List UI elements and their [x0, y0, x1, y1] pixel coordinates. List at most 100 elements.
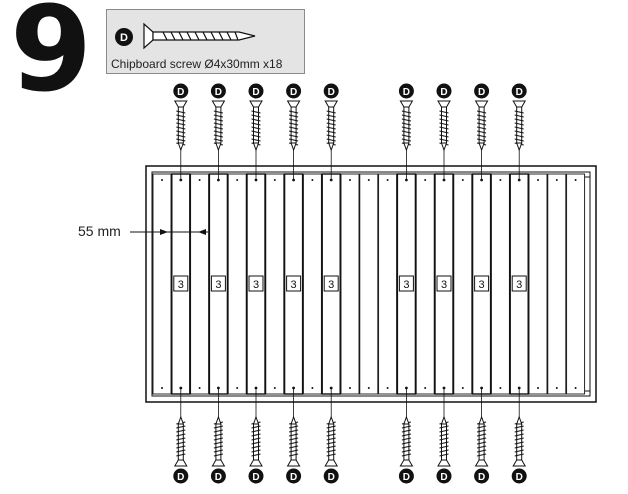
screw-hole [461, 179, 464, 181]
screw-hole [499, 387, 502, 389]
screw-badge-letter: D [478, 472, 485, 483]
dimension-callout: 55 mm [78, 223, 208, 239]
screw-icon [143, 22, 256, 50]
slat-label-box [173, 275, 189, 292]
slat-label-box [286, 275, 302, 292]
screw-badge [436, 468, 452, 484]
screw-badge [286, 468, 302, 484]
screw-badge [511, 83, 527, 99]
screw-hole [424, 179, 427, 181]
screw-badge [323, 468, 339, 484]
screw-badge-letter: D [252, 87, 259, 98]
part-caption: Chipboard screw Ø4x30mm x18 [111, 57, 283, 71]
screw-hole [499, 179, 502, 181]
slat-label-box [248, 275, 264, 292]
screw-icon: D [210, 83, 226, 180]
screw-hole [424, 387, 427, 389]
screw-icon: D [323, 388, 339, 484]
slat [152, 173, 172, 395]
screw-badge [398, 468, 414, 484]
dimension-label: 55 mm [78, 223, 121, 239]
screw-badge-letter: D [290, 87, 297, 98]
screw-badge [436, 83, 452, 99]
slat-label-box [210, 275, 226, 292]
screw-hole [311, 387, 314, 389]
screw-icon: D [323, 83, 339, 180]
slat-label: 3 [215, 279, 221, 291]
screw-badge-letter: D [440, 87, 447, 98]
screw-hole [574, 387, 577, 389]
screw-badge-letter: D [478, 87, 485, 98]
slat-label-box [474, 275, 490, 292]
slat [227, 173, 247, 395]
screw-hole [555, 387, 558, 389]
slat [415, 173, 435, 395]
screw-hole [349, 179, 351, 181]
screw-hole [386, 387, 389, 389]
screw-badge [210, 83, 226, 99]
screw-badge [210, 468, 226, 484]
slat-label: 3 [403, 279, 409, 291]
screw-hole [161, 387, 163, 389]
slat [190, 173, 210, 395]
screw-badge [511, 468, 527, 484]
screw-hole [367, 387, 370, 389]
screw-hole [311, 179, 314, 181]
slat [547, 173, 567, 395]
screw-icon: D [248, 388, 264, 484]
screw-hole [273, 179, 276, 181]
screw-icon: D [173, 388, 189, 484]
screw-badge-letter: D [403, 87, 410, 98]
slat-label-box [323, 275, 339, 292]
slat-label: 3 [441, 279, 447, 291]
screw-icon: D [173, 83, 189, 180]
screw-hole [161, 179, 163, 181]
screw-badge [248, 468, 264, 484]
screw-badge-letter: D [177, 87, 184, 98]
step-number: 9 [10, 0, 93, 118]
screw-badge-letter: D [440, 472, 447, 483]
screw-hole [555, 179, 558, 181]
screw-hole [198, 179, 201, 181]
screw-badge [398, 83, 414, 99]
screw-badge-letter: D [290, 472, 297, 483]
slat [302, 173, 322, 395]
screw-icon: D [436, 83, 452, 180]
screw-badge [173, 83, 189, 99]
part-callout-box: D Chipboard screw Ø4x30mm x18 [106, 9, 305, 74]
screw-hole [349, 387, 351, 389]
slat-label-box [398, 275, 414, 292]
part-badge [115, 28, 133, 46]
screw-hole [273, 387, 276, 389]
screw-icon: D [286, 388, 302, 484]
slat [528, 173, 548, 395]
screw-hole [537, 179, 539, 181]
screw-badge-letter: D [328, 87, 335, 98]
slat-label-box [511, 275, 527, 292]
screw-badge [323, 83, 339, 99]
slat [566, 173, 586, 395]
frame-inner [151, 171, 591, 397]
screw-icon: D [398, 83, 414, 180]
screw-badge [286, 83, 302, 99]
screw-hole [198, 387, 201, 389]
slat [265, 173, 285, 395]
screw-badge-letter: D [215, 472, 222, 483]
screw-hole [236, 179, 239, 181]
slat-label-box [436, 275, 452, 292]
screw-icon: D [511, 83, 527, 180]
part-screw-graphic: D [115, 22, 256, 50]
screw-hole [574, 179, 577, 181]
screw-hole [386, 179, 389, 181]
screw-badge-letter: D [215, 87, 222, 98]
slat [453, 173, 473, 395]
screw-badge [474, 83, 490, 99]
slat-label: 3 [178, 279, 184, 291]
screw-badge-letter: D [516, 87, 523, 98]
slat-label: 3 [253, 279, 259, 291]
slat [490, 173, 510, 395]
screw-hole [236, 387, 239, 389]
screw-badge-letter: D [252, 472, 259, 483]
